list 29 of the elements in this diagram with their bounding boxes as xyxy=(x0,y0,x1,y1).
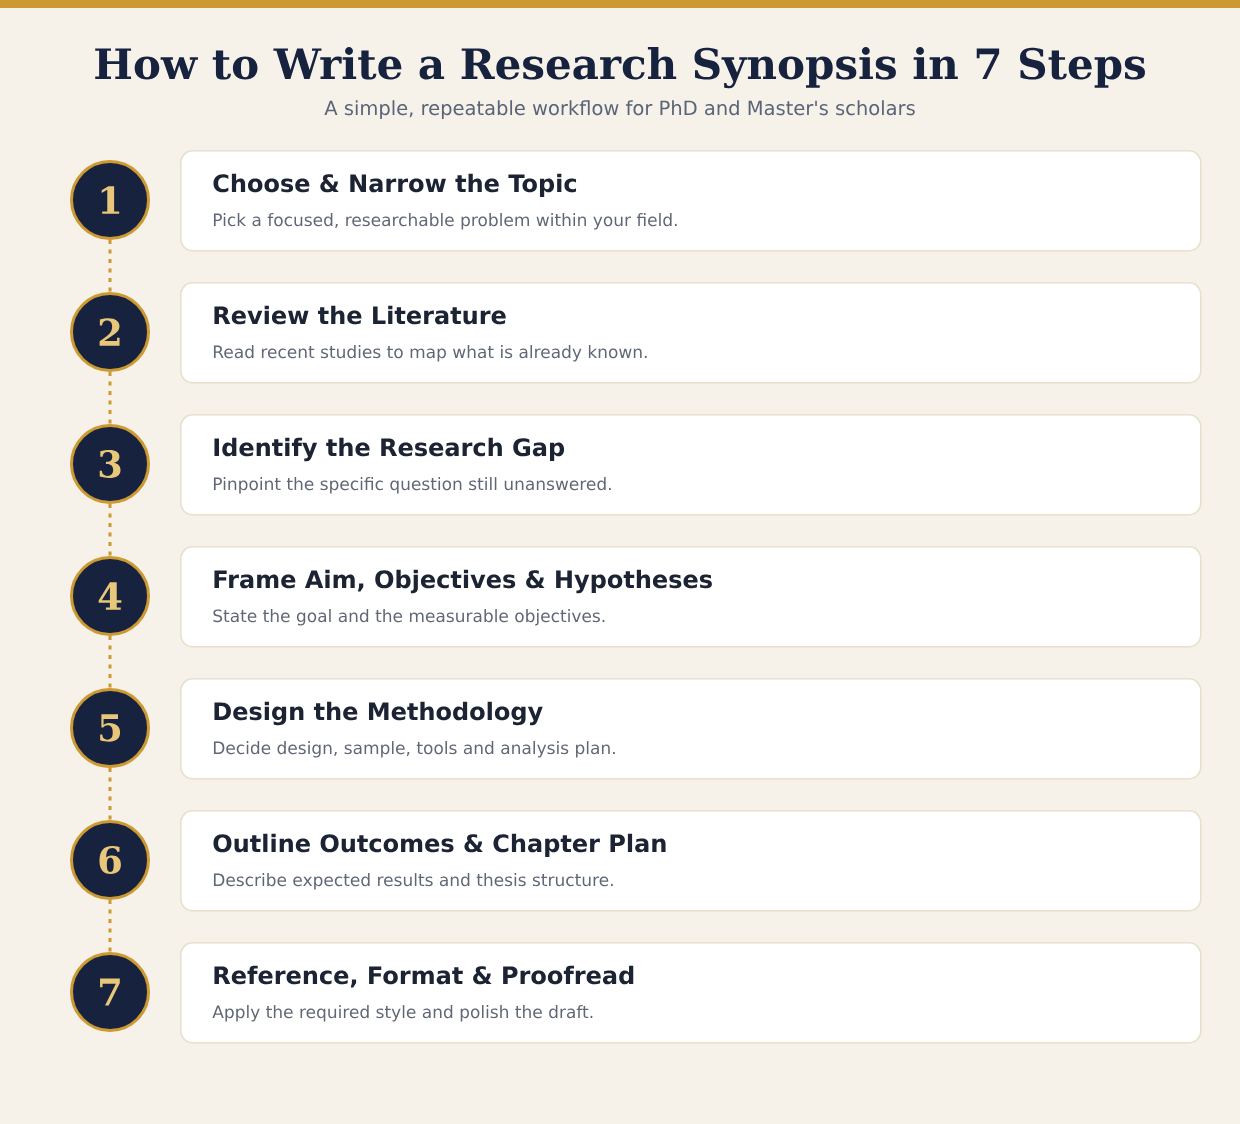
step-title: Reference, Format & Proofread xyxy=(214,965,634,988)
step-title: Choose & Narrow the Topic xyxy=(213,173,576,197)
step-title: Outline Outcomes & Chapter Plan xyxy=(213,833,666,857)
step-card xyxy=(180,546,1202,648)
step-description: Decide design, sample, tools and analysis plan. xyxy=(213,741,615,758)
dotted-connector xyxy=(108,372,112,424)
subtitle: A simple, repeatable workflow for PhD and Master's scholars xyxy=(324,100,915,120)
step-description: State the goal and the measurable objectives. xyxy=(213,609,605,626)
title: How to Write a Research Synopsis in 7 Steps xyxy=(95,47,1145,89)
dotted-connector xyxy=(108,636,112,688)
dotted-connector xyxy=(108,504,112,556)
step-description: Pick a focused, researchable problem within your field. xyxy=(213,213,677,230)
step-description: Read recent studies to map what is already known. xyxy=(213,345,647,362)
step-title: Identify the Research Gap xyxy=(214,437,565,462)
dotted-connector xyxy=(108,900,112,952)
step-title: Frame Aim, Objectives & Hypotheses xyxy=(214,569,712,594)
step-card xyxy=(180,150,1202,252)
dotted-connector xyxy=(108,768,112,820)
step-card xyxy=(180,414,1202,516)
step-title: Review the Literature xyxy=(214,305,506,325)
step-title: Design the Methodology xyxy=(214,701,543,726)
step-card xyxy=(180,282,1202,384)
dotted-connector xyxy=(108,240,112,292)
step-card xyxy=(180,678,1202,780)
step-card xyxy=(180,810,1202,912)
step-description: Apply the required style and polish the draft. xyxy=(212,1005,593,1022)
step-description: Pinpoint the specific question still unanswered. xyxy=(213,477,611,494)
step-description: Describe expected results and thesis structure. xyxy=(213,873,613,890)
step-card xyxy=(180,942,1202,1044)
